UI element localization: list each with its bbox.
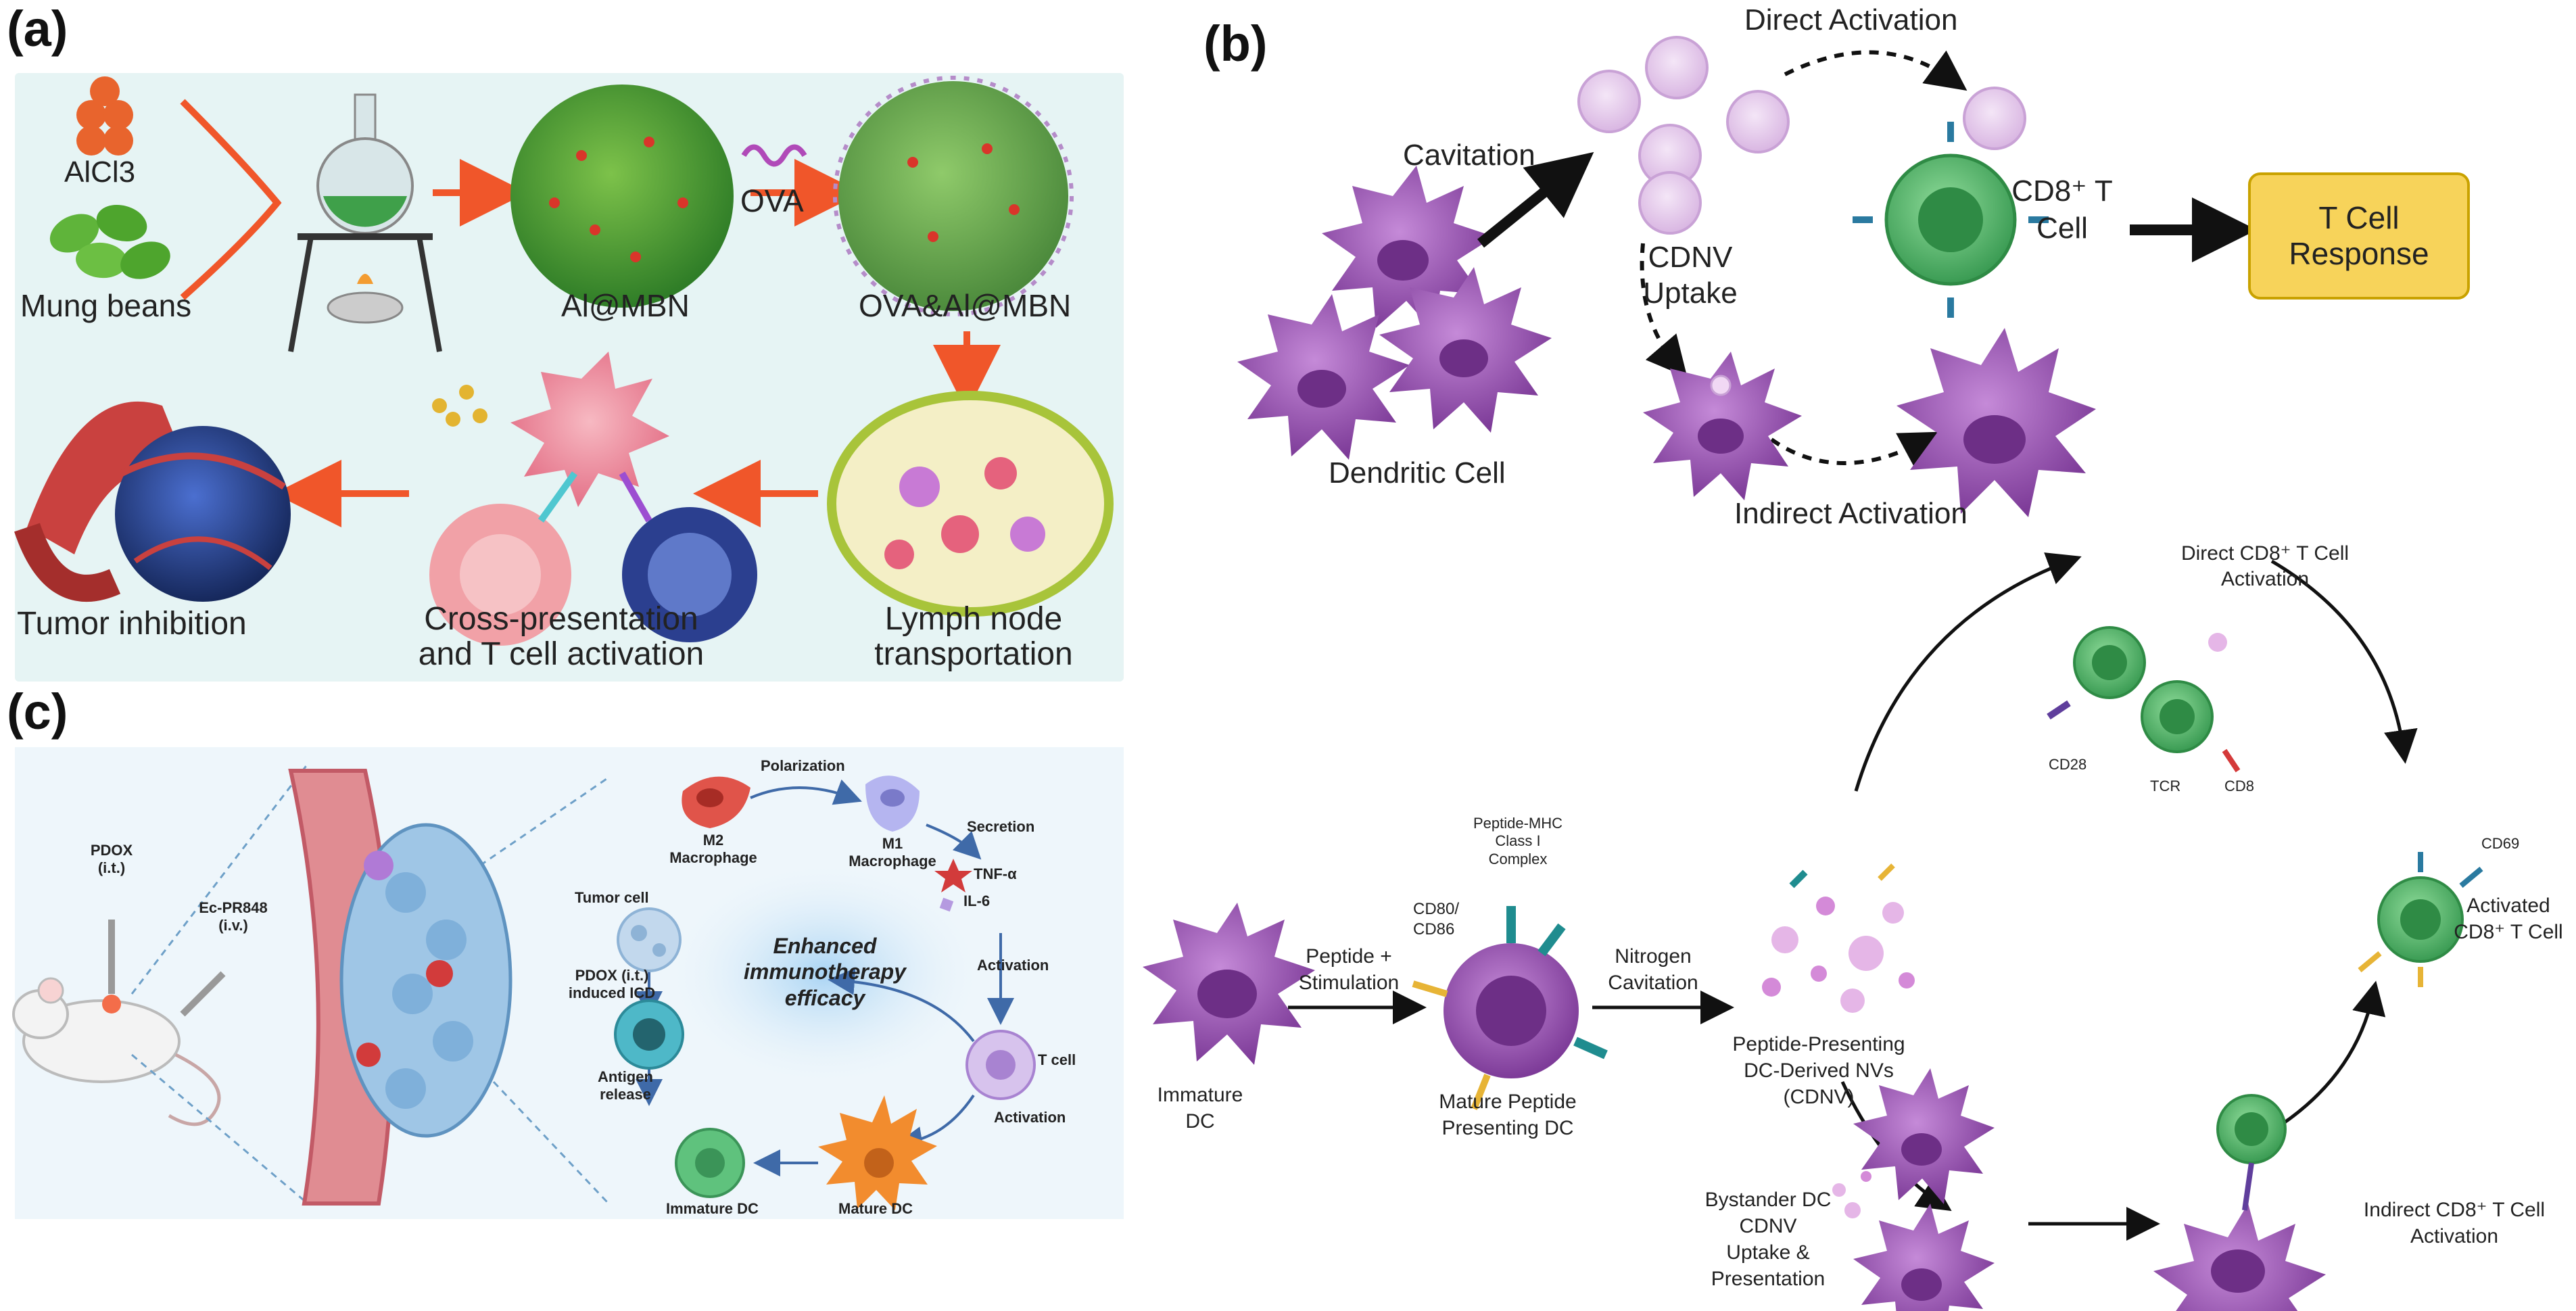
- pdox-label: PDOX (i.t.): [90, 842, 133, 877]
- tumor-cell-label: Tumor cell: [575, 889, 649, 906]
- peptide-mhc-label: Peptide-MHC Class I Complex: [1473, 815, 1563, 867]
- immature-dc-icon: [1143, 903, 1315, 1065]
- t-cell-label: T cell: [1038, 1051, 1076, 1068]
- panel-c-label: (c): [7, 684, 68, 740]
- cross-presentation-dc-icon: [429, 352, 757, 646]
- tnf-alpha-label: TNF-α: [974, 865, 1017, 882]
- activated-dc-icon: [1897, 328, 2096, 517]
- cd69-label: CD69: [2481, 835, 2520, 852]
- mature-peptide-dc-icon: [1412, 906, 1608, 1110]
- product-al-mbn-label: Al@MBN: [561, 288, 690, 323]
- product-ova-al-mbn-label: OVA&Al@MBN: [859, 288, 1072, 323]
- cdnv-cluster-icon: [1762, 863, 1915, 1013]
- reagent-alcl3: AlCl3: [64, 156, 136, 189]
- activation-label-1: Activation: [977, 957, 1049, 974]
- antigen-release-label: Antigen release: [598, 1068, 653, 1103]
- immature-dc-c-label: Immature DC: [666, 1200, 759, 1217]
- cavitation-label: Cavitation: [1403, 139, 1535, 172]
- t-cell-response-box: T Cell Response: [2248, 172, 2470, 300]
- icd-cell-icon: [614, 999, 684, 1070]
- step-lymph-node: Lymph node transportation: [874, 601, 1073, 672]
- nitrogen-cavitation-label: Nitrogen Cavitation: [1608, 945, 1698, 994]
- panel-b-label: (b): [1203, 16, 1268, 72]
- immature-dc-label: Immature DC: [1157, 1084, 1243, 1133]
- tcr-label: TCR: [2150, 778, 2181, 794]
- dc-with-cdnv-icon: [1643, 352, 1802, 500]
- antigen-ova-label: OVA: [740, 183, 804, 218]
- dendritic-cells-icon: [1237, 166, 1552, 460]
- il6-icon: [939, 897, 954, 912]
- bystander-dc-label: Bystander DC CDNV Uptake & Presentation: [1704, 1189, 1832, 1290]
- tnf-alpha-icon: [934, 859, 972, 892]
- mature-dc-label: Mature Peptide Presenting DC: [1439, 1091, 1577, 1139]
- mouse-icon: [12, 977, 221, 1126]
- cdnv-vesicles-icon: [1577, 36, 2026, 235]
- direct-t-cells-icon: [2047, 626, 2241, 773]
- mature-dc-c-icon: [818, 1095, 937, 1210]
- ova-al-mbn-sphere-icon: [833, 76, 1074, 316]
- cdnv-uptake-label: CDNV Uptake: [1643, 241, 1738, 310]
- indirect-activation-icon: [2153, 1094, 2326, 1311]
- cd8-t-cell-icon: [1853, 122, 2049, 318]
- indirect-cd8-activation-label: Indirect CD8⁺ T Cell Activation: [2363, 1199, 2546, 1247]
- il6-label: IL-6: [963, 892, 991, 909]
- ova-antigen-icon: [741, 144, 807, 167]
- indirect-activation-label: Indirect Activation: [1734, 497, 1967, 530]
- pdox-icd-label: PDOX (i.t.) induced ICD: [568, 967, 656, 1002]
- m2-macrophage-label: M2 Macrophage: [669, 832, 757, 867]
- flask-apparatus-icon: [288, 93, 442, 352]
- direct-cd8-activation-label: Direct CD8⁺ T Cell Activation: [2180, 542, 2350, 590]
- lymph-node-icon: [827, 391, 1114, 617]
- activated-cd8-t-cell-icon: [2358, 852, 2483, 987]
- polarization-label: Polarization: [761, 757, 845, 774]
- cdnv-label: Peptide-Presenting DC-Derived NVs (CDNV): [1732, 1033, 1905, 1108]
- alcl3-particles-icon: [76, 76, 133, 156]
- cd8-t-cell-label: CD8⁺ T Cell: [2011, 174, 2113, 245]
- al-mbn-sphere-icon: [510, 85, 734, 308]
- m1-macrophage-label: M1 Macrophage: [849, 835, 936, 870]
- dendritic-cell-label: Dendritic Cell: [1329, 456, 1506, 490]
- immature-dc-c-icon: [675, 1128, 745, 1198]
- enhanced-efficacy-label: Enhanced immunotherapy efficacy: [743, 934, 907, 1010]
- activated-cd8-label: Activated CD8⁺ T Cell: [2454, 895, 2563, 943]
- cd8-label: CD8: [2224, 778, 2255, 794]
- tumor-cell-icon: [617, 907, 682, 972]
- cd80-cd86-label: CD80/ CD86: [1413, 900, 1460, 938]
- ec-syringe-icon: [180, 971, 226, 1017]
- activation-label-2: Activation: [994, 1109, 1066, 1126]
- m1-macrophage-icon: [865, 776, 920, 832]
- secretion-label: Secretion: [967, 818, 1035, 835]
- bystander-dcs-icon: [1832, 1068, 1995, 1311]
- peptide-stimulation-label: Peptide + Stimulation: [1298, 945, 1400, 994]
- cd28-label: CD28: [2049, 756, 2087, 773]
- m2-macrophage-icon: [682, 776, 750, 828]
- ec-pr848-label: Ec-PR848 (i.v.): [199, 899, 268, 934]
- blood-vessel-tumor-icon: [288, 769, 512, 1206]
- mung-beans-icon: [49, 205, 170, 279]
- direct-activation-label: Direct Activation: [1744, 3, 1958, 37]
- step-tumor-inhibition: Tumor inhibition: [17, 606, 247, 642]
- merge-arrow: [180, 99, 282, 300]
- reagent-mung-beans: Mung beans: [20, 288, 192, 323]
- t-cell-icon: [965, 1030, 1036, 1100]
- mature-dc-c-label: Mature DC: [838, 1200, 913, 1217]
- step-cross-presentation: Cross-presentation and T cell activation: [418, 601, 705, 672]
- tumor-inhibition-icon: [14, 401, 291, 602]
- panel-a-label: (a): [7, 1, 68, 57]
